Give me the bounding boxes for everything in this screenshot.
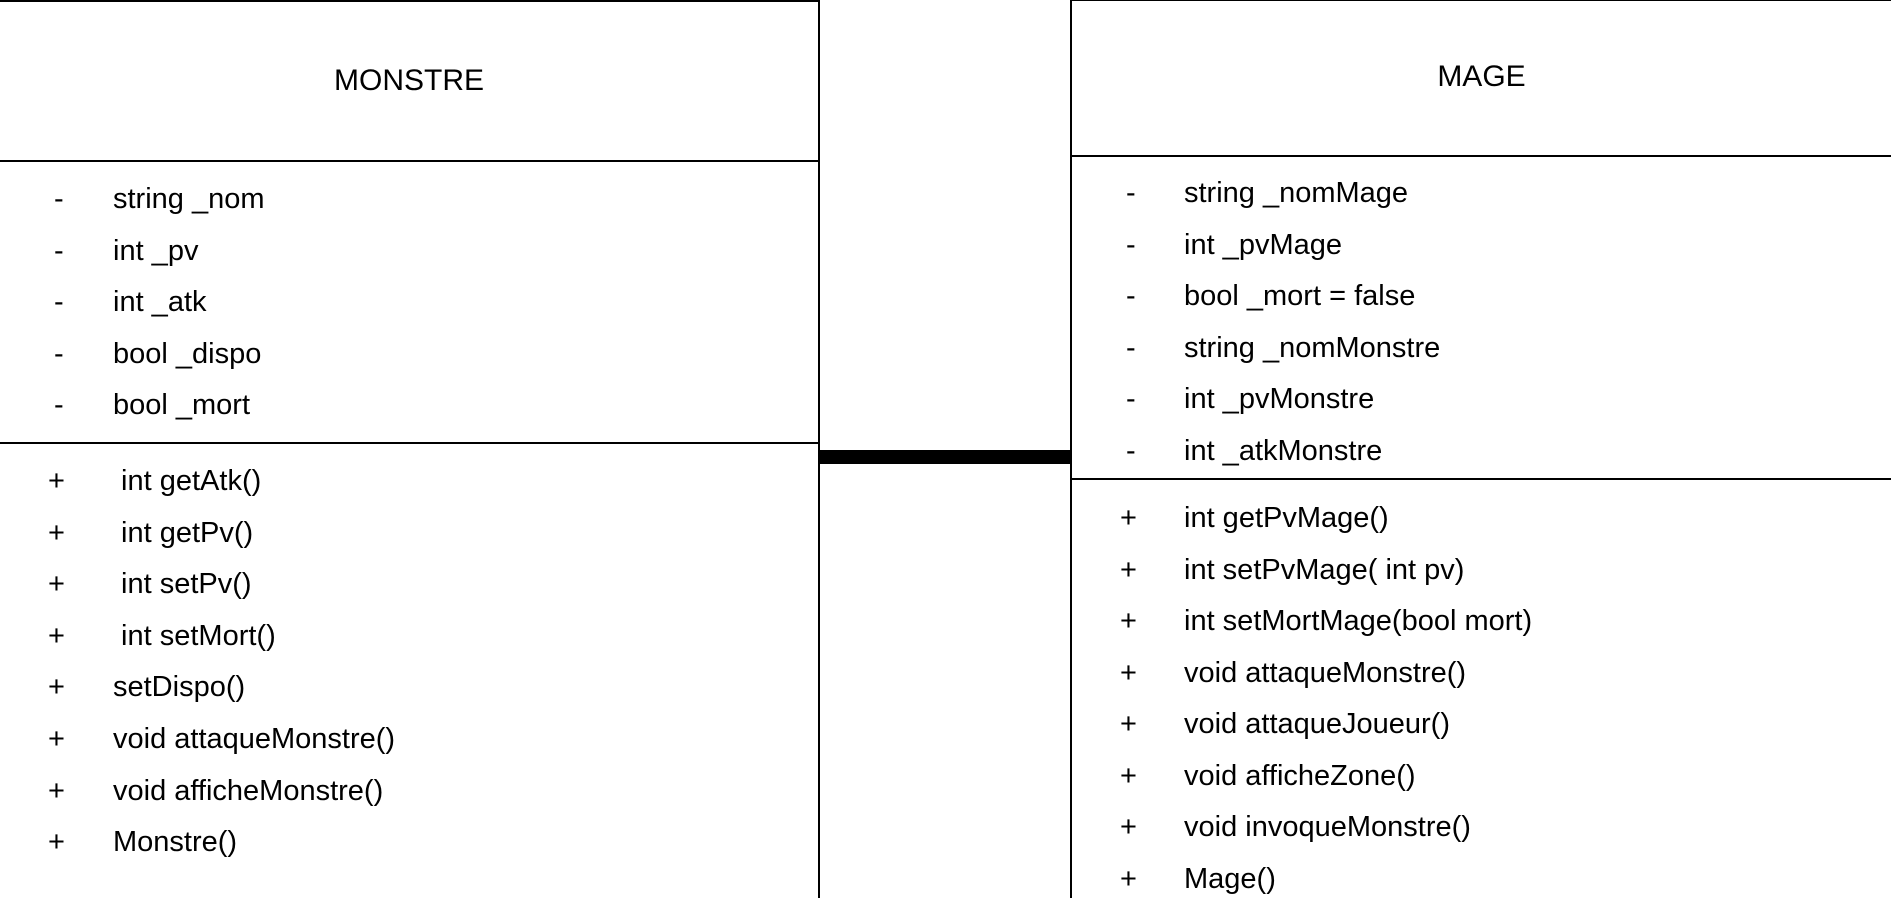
visibility-symbol: +	[48, 619, 65, 652]
method-row: + int getAtk()	[0, 467, 818, 499]
method-row: + int setPvMage( int pv)	[1072, 553, 1891, 588]
visibility-symbol: -	[1126, 228, 1136, 261]
visibility-symbol: +	[48, 516, 65, 549]
method-text: void attaqueMonstre()	[113, 723, 396, 755]
visibility-symbol: +	[48, 671, 65, 704]
method-text: void invoqueMonstre()	[1184, 811, 1471, 843]
method-row: + void afficheMonstre()	[0, 774, 818, 809]
visibility-symbol: +	[48, 568, 65, 601]
method-text: void attaqueMonstre()	[1184, 656, 1467, 689]
visibility-symbol: -	[54, 286, 64, 318]
visibility-symbol: +	[1120, 708, 1137, 740]
method-row: + Mage()	[1072, 862, 1891, 897]
method-row: + int setPv()	[0, 570, 818, 602]
visibility-symbol: +	[1120, 605, 1137, 637]
method-row: + void invoqueMonstre()	[1072, 813, 1891, 845]
method-row: + int getPvMage()	[1072, 504, 1891, 536]
visibility-symbol: +	[48, 774, 65, 807]
attribute-row: - int _pvMonstre	[1072, 385, 1891, 417]
method-row: + int setMort()	[0, 619, 818, 654]
method-text: Mage()	[1184, 862, 1276, 895]
method-row: + setDispo()	[0, 673, 818, 705]
method-text: int setPvMage( int pv)	[1184, 553, 1465, 586]
method-row: + int setMortMage(bool mort)	[1072, 607, 1891, 639]
method-text: int getPvMage()	[1184, 502, 1389, 534]
divider-attributes-methods	[1072, 478, 1891, 480]
method-text: int setMort()	[113, 619, 276, 652]
method-text: int getPv()	[113, 516, 254, 549]
visibility-symbol: -	[1126, 280, 1136, 313]
visibility-symbol: +	[48, 826, 65, 859]
visibility-symbol: +	[1120, 811, 1137, 843]
attribute-row: - int _pvMage	[1072, 228, 1891, 263]
attribute-text: string _nom	[113, 183, 265, 215]
method-row: + void attaqueMonstre()	[0, 725, 818, 757]
attribute-row: - bool _dispo	[0, 337, 818, 372]
method-text: int getAtk()	[113, 465, 262, 497]
method-row: + int getPv()	[0, 516, 818, 551]
method-row: + void afficheZone()	[1072, 759, 1891, 794]
attribute-row: - int _atkMonstre	[1072, 437, 1891, 469]
divider-title-attributes	[0, 160, 818, 162]
visibility-symbol: +	[1120, 862, 1137, 895]
attribute-text: string _nomMage	[1184, 177, 1409, 209]
class-box-mage: MAGE - string _nomMage - int _pvMage - bool _…	[1070, 0, 1891, 898]
attribute-text: string _nomMonstre	[1184, 331, 1441, 364]
class-box-monstre: MONSTRE - string _nom - int _pv - int _atk - bo…	[0, 0, 820, 898]
method-row: + void attaqueJoueur()	[1072, 710, 1891, 742]
method-text: int setPv()	[113, 568, 252, 601]
attribute-text: bool _dispo	[113, 337, 262, 370]
attribute-row: - string _nomMonstre	[1072, 331, 1891, 366]
method-text: void attaqueJoueur()	[1184, 708, 1450, 740]
visibility-symbol: -	[1126, 435, 1136, 467]
attribute-row: - int _pv	[0, 234, 818, 269]
attribute-text: int _pvMonstre	[1184, 383, 1375, 416]
visibility-symbol: +	[48, 465, 65, 497]
method-text: void afficheZone()	[1184, 759, 1416, 792]
attribute-text: int _atk	[113, 286, 207, 318]
divider-title-attributes	[1072, 155, 1891, 157]
method-text: Monstre()	[113, 826, 238, 859]
visibility-symbol: -	[1126, 331, 1136, 364]
method-text: void afficheMonstre()	[113, 774, 384, 807]
association-line	[820, 450, 1070, 464]
attribute-row: - int _atk	[0, 288, 818, 320]
attribute-text: bool _mort	[113, 389, 251, 421]
visibility-symbol: +	[1120, 502, 1137, 534]
attribute-text: int _pv	[113, 234, 199, 267]
visibility-symbol: +	[1120, 553, 1137, 586]
attribute-text: bool _mort = false	[1184, 280, 1416, 313]
visibility-symbol: -	[54, 234, 64, 267]
visibility-symbol: -	[1126, 177, 1136, 209]
visibility-symbol: -	[1126, 383, 1136, 416]
attribute-row: - string _nomMage	[1072, 179, 1891, 211]
visibility-symbol: +	[48, 723, 65, 755]
method-row: + void attaqueMonstre()	[1072, 656, 1891, 691]
class-name-monstre: MONSTRE	[334, 64, 484, 97]
attribute-row: - string _nom	[0, 185, 818, 217]
class-name-mage: MAGE	[1437, 60, 1526, 93]
visibility-symbol: +	[1120, 656, 1137, 689]
method-text: int setMortMage(bool mort)	[1184, 605, 1533, 637]
method-row: + Monstre()	[0, 828, 818, 860]
attribute-text: int _pvMage	[1184, 228, 1342, 261]
visibility-symbol: -	[54, 389, 64, 421]
visibility-symbol: +	[1120, 759, 1137, 792]
visibility-symbol: -	[54, 337, 64, 370]
attribute-row: - bool _mort = false	[1072, 282, 1891, 314]
divider-attributes-methods	[0, 442, 818, 444]
attribute-row: - bool _mort	[0, 391, 818, 423]
visibility-symbol: -	[54, 183, 64, 215]
attribute-text: int _atkMonstre	[1184, 435, 1383, 467]
method-text: setDispo()	[113, 671, 246, 704]
